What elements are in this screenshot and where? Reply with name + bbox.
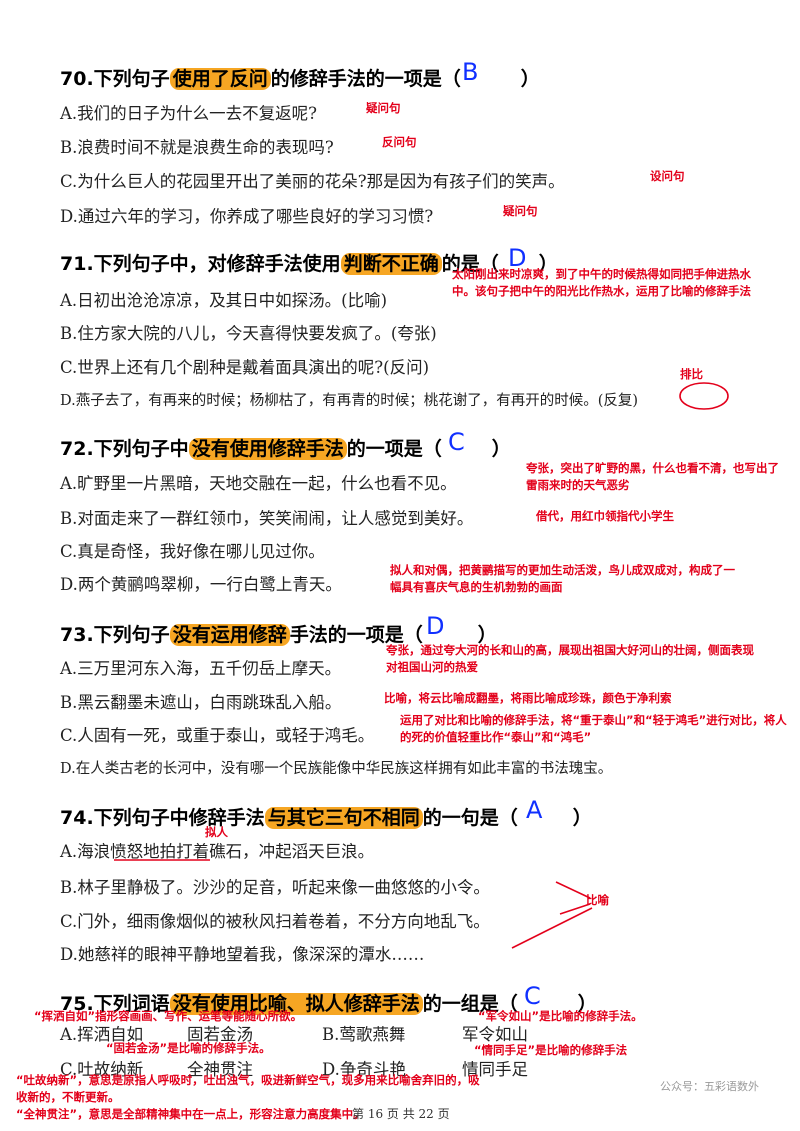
annotation-note: 夸张，通过夸大河的长和山的高，展现出祖国大好河山的壮阔，侧面表现对祖国山河的热爱 (386, 643, 754, 674)
question-number: 70. (60, 68, 94, 90)
handwritten-answer: C (448, 428, 465, 456)
option-c: C.人固有一死，或重于泰山，或轻于鸿毛。 (60, 726, 375, 745)
question-text: 下列句子 (93, 624, 170, 646)
annotation-note: 疑问句 (503, 204, 538, 218)
question-71-title: 71.下列句子中，对修辞手法使用判断不正确的是（ ） (60, 249, 558, 276)
annotation-note: 拟人 (205, 825, 228, 839)
annotation-note: 太阳刚出来时凉爽，到了中午的时候热得如同把手伸进热水中。该句子把中午的阳光比作热… (452, 267, 751, 298)
question-text: ） (491, 438, 511, 460)
option-d: D.在人类古老的长河中，没有哪一个民族能像中华民族这样拥有如此丰富的书法瑰宝。 (60, 761, 613, 777)
highlighted-keyword: 使用了反问 (169, 68, 271, 90)
word-option: 固若金汤 (187, 1025, 253, 1044)
page-footer: 第 16 页 共 22 页 (352, 1107, 450, 1121)
word-option: A.挥洒自如 (60, 1025, 144, 1044)
question-text: ） (520, 68, 540, 90)
question-text: 的是（ (441, 253, 499, 275)
word-option: 军令如山 (462, 1025, 528, 1044)
annotation-note: 比喻 (586, 893, 609, 907)
highlighted-keyword: 没有运用修辞 (169, 624, 290, 646)
question-73-title: 73.下列句子没有运用修辞手法的一项是（ ） (60, 620, 497, 647)
circle-mark (679, 382, 729, 410)
option-c: C.门外，细雨像烟似的被秋风扫着卷着，不分方向地乱飞。 (60, 912, 490, 931)
handwritten-answer: C (524, 982, 541, 1010)
bracket-line (511, 907, 593, 949)
question-number: 71. (60, 253, 94, 275)
word-option: C.吐故纳新 (60, 1060, 144, 1079)
question-text: 的修辞手法的一项是（ (270, 68, 461, 90)
question-text: 的一句是（ (422, 807, 518, 829)
highlighted-keyword: 与其它三句不相同 (264, 807, 423, 829)
option-c: C.世界上还有几个剧种是戴着面具演出的呢?(反问) (60, 358, 430, 377)
annotation-note: 夸张，突出了旷野的黑，什么也看不清，也写出了雷雨来时的天气恶劣 (526, 461, 779, 492)
word-option: 全神贯注 (187, 1060, 253, 1079)
option-a: A.旷野里一片黑暗，天地交融在一起，什么也看不见。 (60, 474, 457, 493)
handwritten-answer: D (508, 244, 527, 272)
annotation-note: “情同手足”是比喻的修辞手法 (474, 1043, 628, 1057)
question-74-title: 74.下列句子中修辞手法与其它三句不相同的一句是（ ） (60, 803, 592, 830)
option-c: C.为什么巨人的花园里开出了美丽的花朵?那是因为有孩子们的笑声。 (60, 172, 565, 191)
annotation-note: 疑问句 (366, 101, 401, 115)
question-text: ） (572, 807, 592, 829)
question-number: 74. (60, 807, 94, 829)
annotation-note: 运用了对比和比喻的修辞手法，将“重于泰山”和“轻于鸿毛”进行对比，将人的死的价值… (400, 713, 787, 744)
option-b: B.林子里静极了。沙沙的足音，听起来像一曲悠悠的小令。 (60, 878, 490, 897)
question-text: 手法的一项是（ (289, 624, 423, 646)
option-b: B.浪费时间不就是浪费生命的表现吗? (60, 138, 334, 157)
highlighted-keyword: 判断不正确 (340, 253, 442, 275)
option-a: A.三万里河东入海，五千仞岳上摩天。 (60, 659, 342, 678)
annotation-note: 借代，用红巾领指代小学生 (536, 509, 674, 523)
question-number: 72. (60, 438, 94, 460)
highlighted-keyword: 没有使用修辞手法 (188, 438, 347, 460)
option-b: B.对面走来了一群红领巾，笑笑闹闹，让人感觉到美好。 (60, 509, 474, 528)
question-text: 的一组是（ (422, 993, 518, 1015)
annotation-note: 反问句 (382, 135, 417, 149)
option-d: D.她慈祥的眼神平静地望着我，像深深的潭水…… (60, 945, 425, 964)
question-number: 73. (60, 624, 94, 646)
option-a: A.日初出沧沧凉凉，及其日中如探汤。(比喻) (60, 291, 388, 310)
bracket-line (555, 881, 591, 899)
question-text: ） (477, 624, 497, 646)
handwritten-answer: A (526, 796, 543, 824)
handwritten-answer: D (426, 612, 445, 640)
annotation-note: 排比 (680, 367, 703, 381)
annotation-note: “挥洒自如”指形容画画、写作、运笔等能随心所欲。 (34, 1009, 303, 1023)
question-text: 下列句子中，对修辞手法使用 (93, 253, 341, 275)
option-b: B.住方家大院的八儿，今天喜得快要发疯了。(夸张) (60, 324, 437, 343)
question-text: 下列句子中修辞手法 (93, 807, 265, 829)
option-d: D.燕子去了，有再来的时候；杨柳枯了，有再青的时候；桃花谢了，有再开的时候。(反… (60, 393, 639, 409)
word-option: D.争奇斗艳 (322, 1060, 406, 1079)
highlighted-keyword: 没有使用比喻、拟人修辞手法 (169, 993, 423, 1015)
handwritten-answer: B (462, 58, 479, 86)
question-text: 下列词语 (93, 993, 170, 1015)
question-70-title: 70.下列句子使用了反问的修辞手法的一项是（ ） (60, 64, 540, 91)
annotation-note: “全神贯注”，意思是全部精神集中在一点上，形容注意力高度集中。 (16, 1107, 365, 1121)
question-72-title: 72.下列句子中没有使用修辞手法的一项是（ ） (60, 434, 511, 461)
word-option: 情同手足 (462, 1060, 528, 1079)
word-option: B.莺歌燕舞 (322, 1025, 406, 1044)
question-75-title: 75.下列词语没有使用比喻、拟人修辞手法的一组是（ ） (60, 989, 597, 1016)
option-a: A.海浪愤怒地拍打着礁石，冲起滔天巨浪。 (60, 842, 375, 861)
annotation-note: 拟人和对偶，把黄鹂描写的更加生动活泼，鸟儿成双成对，构成了一幅具有喜庆气息的生机… (390, 563, 735, 594)
question-text: ） (538, 253, 558, 275)
option-d: D.通过六年的学习，你养成了哪些良好的学习习惯? (60, 207, 434, 226)
watermark: 公众号：五彩语数外 (660, 1080, 759, 1093)
annotation-note: 设问句 (650, 169, 685, 183)
question-text: ） (577, 993, 597, 1015)
option-b: B.黑云翻墨未遮山，白雨跳珠乱入船。 (60, 693, 342, 712)
question-text: 的一项是（ (346, 438, 442, 460)
annotation-note: “固若金汤”是比喻的修辞手法。 (106, 1041, 271, 1055)
option-a: A.我们的日子为什么一去不复返呢? (60, 104, 318, 123)
annotation-note: “吐故纳新”，意思是原指人呼吸时，吐出浊气，吸进新鲜空气，现多用来比喻舍弃旧的，… (16, 1073, 480, 1104)
question-number: 75. (60, 993, 94, 1015)
annotation-note: “军令如山”是比喻的修辞手法。 (478, 1009, 643, 1023)
question-text: 下列句子 (93, 68, 170, 90)
option-c: C.真是奇怪，我好像在哪儿见过你。 (60, 542, 325, 561)
option-d: D.两个黄鹂鸣翠柳，一行白鹭上青天。 (60, 575, 342, 594)
question-text: 下列句子中 (93, 438, 189, 460)
annotation-note: 比喻，将云比喻成翻墨，将雨比喻成珍珠，颜色于净利索 (384, 691, 672, 705)
